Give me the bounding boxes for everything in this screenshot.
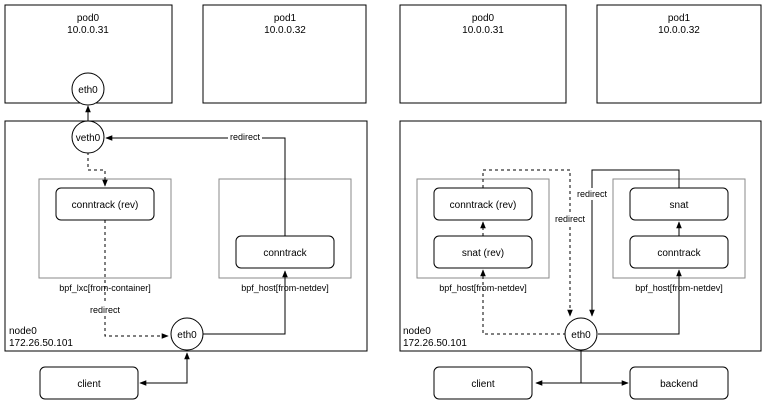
left-pod1-ip: 10.0.0.32 (264, 25, 306, 36)
right-node-eth0-label: eth0 (571, 330, 591, 341)
right-pod0-name: pod0 (472, 13, 495, 24)
right-conntrack-label: conntrack (657, 248, 701, 259)
right-backend-label: backend (660, 379, 698, 390)
left-pod1-box (202, 4, 367, 104)
right-edge-eth-to-conntrack (598, 269, 682, 335)
left-node-eth0-label: eth0 (177, 330, 197, 341)
left-edge-conntrack-rev-to-eth (104, 220, 169, 339)
right-redirect-a-label: redirect (577, 189, 608, 199)
right-diagram: pod0 10.0.0.31 pod1 10.0.0.32 node0 172.… (399, 4, 762, 400)
right-pod0-ip: 10.0.0.31 (462, 25, 504, 36)
left-veth0-label: veth0 (76, 133, 101, 144)
right-pod0-box (399, 4, 567, 104)
right-pod1-name: pod1 (668, 13, 691, 24)
left-pod0-name: pod0 (77, 13, 100, 24)
left-edge-redirect-to-veth (105, 135, 286, 236)
right-snat-rev-label: snat (rev) (462, 248, 504, 259)
right-backend-box (629, 366, 729, 400)
left-edge-client-eth (139, 352, 190, 386)
left-node0-ip: 172.26.50.101 (9, 338, 73, 349)
left-pod0-eth0-label: eth0 (78, 85, 98, 96)
left-pod0-ip: 10.0.0.31 (67, 25, 109, 36)
right-node0-ip: 172.26.50.101 (403, 338, 467, 349)
left-edge-eth-to-conntrack (203, 270, 288, 335)
left-veth0-node (71, 120, 105, 154)
left-client-label: client (77, 379, 101, 390)
right-edge-snat-to-eth (589, 169, 680, 317)
left-node0-name: node0 (9, 326, 37, 337)
left-pod0-eth0-node (71, 72, 105, 106)
right-conntrack-rev-label: conntrack (rev) (450, 200, 517, 211)
left-pod1-name: pod1 (274, 13, 297, 24)
right-edge-conntrack-rev-to-eth (482, 169, 573, 317)
left-conntrack-rev-label: conntrack (rev) (72, 200, 139, 211)
right-pod1-ip: 10.0.0.32 (658, 25, 700, 36)
right-pod1-box (596, 4, 762, 104)
right-client-box (433, 366, 533, 400)
right-redirect-b-label: redirect (555, 214, 586, 224)
right-client-label: client (471, 379, 495, 390)
right-snat-label: snat (670, 200, 689, 211)
left-redirect-top-label: redirect (230, 132, 261, 142)
right-node0-name: node0 (403, 326, 431, 337)
right-node-eth0-node (564, 317, 598, 351)
left-node-eth0-node (170, 317, 204, 351)
left-conntrack-label: conntrack (263, 248, 307, 259)
left-edge-veth-to-conntrack-rev (87, 152, 108, 187)
left-diagram: pod0 10.0.0.31 pod1 10.0.0.32 node0 172.… (4, 4, 368, 400)
left-client-box (39, 366, 139, 400)
left-redirect-bottom-label: redirect (90, 305, 121, 315)
